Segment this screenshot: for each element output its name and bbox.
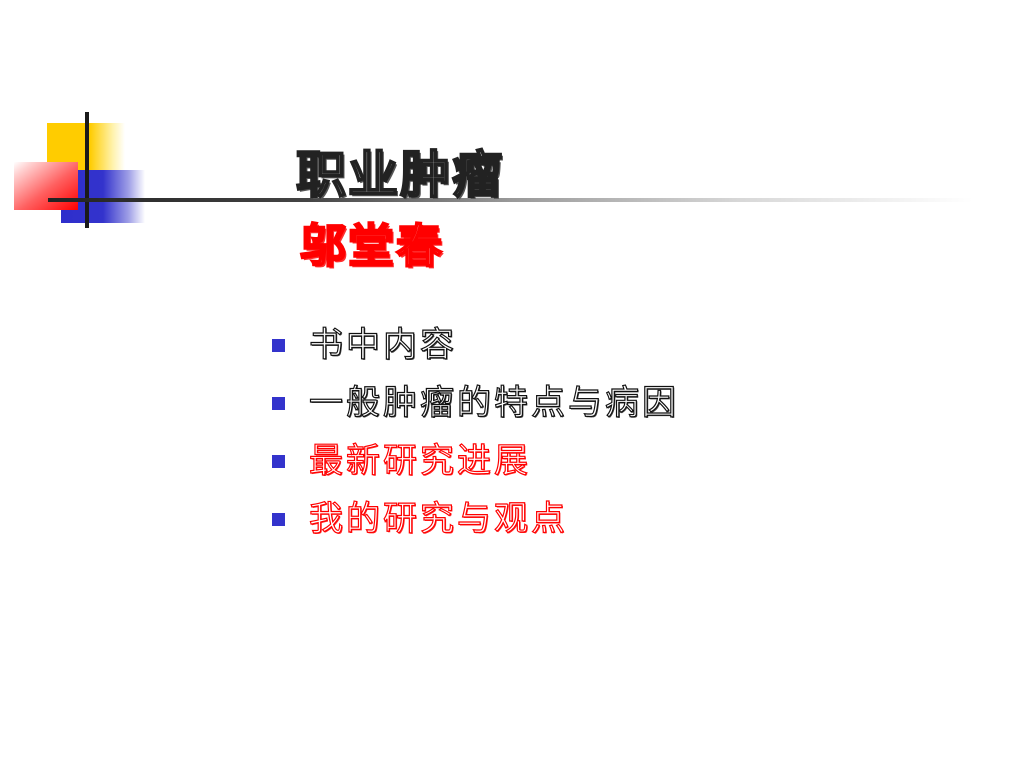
square-bullet-icon	[272, 338, 285, 352]
square-bullet-icon	[272, 454, 285, 468]
list-item: 一般肿瘤的特点与病因	[272, 374, 679, 432]
bullet-text: 最新研究进展	[308, 440, 531, 481]
bullet-text: 书中内容	[308, 324, 457, 365]
square-bullet-icon	[272, 512, 285, 526]
list-item: 书中内容	[272, 316, 679, 374]
red-square	[14, 162, 78, 210]
vertical-rule	[85, 112, 89, 228]
list-item: 我的研究与观点	[272, 490, 679, 548]
slide-title: 职业肿瘤	[295, 145, 504, 205]
square-bullet-icon	[272, 396, 285, 410]
decorative-squares	[0, 0, 160, 240]
bullet-text: 我的研究与观点	[308, 498, 568, 539]
slide-subtitle-author: 邬堂春	[299, 218, 444, 274]
bullet-text: 一般肿瘤的特点与病因	[308, 382, 679, 423]
list-item: 最新研究进展	[272, 432, 679, 490]
horizontal-rule	[48, 198, 973, 202]
bullet-list: 书中内容 一般肿瘤的特点与病因 最新研究进展 我的研究与观点	[272, 316, 679, 548]
